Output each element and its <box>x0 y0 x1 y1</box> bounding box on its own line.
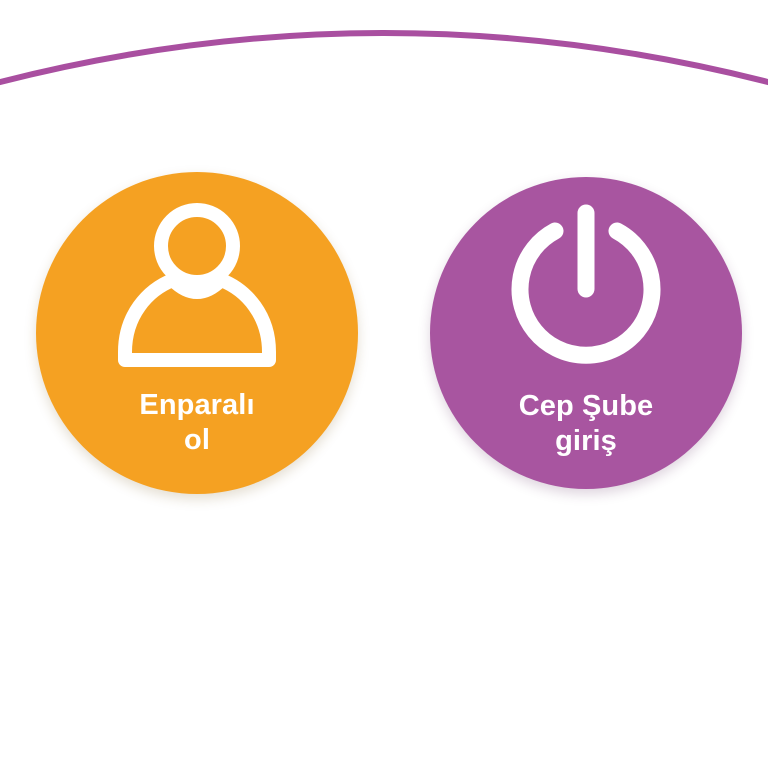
person-icon-head <box>154 203 240 289</box>
action-label-line-2: ol <box>184 424 210 457</box>
person-icon-body <box>118 273 276 367</box>
power-icon-ring <box>511 222 661 364</box>
action-tile-enparali-label: Enparalı ol <box>139 388 254 459</box>
action-tile-cepsube-label: Cep Şube giriş <box>519 389 654 460</box>
action-tile-cep-sube-giris[interactable]: Cep Şube giriş <box>430 177 742 489</box>
top-arc-path <box>0 30 768 86</box>
top-arc-decoration <box>0 30 768 86</box>
action-label-line-1: Cep Şube <box>518 390 654 422</box>
action-label-line-2: giriş <box>555 425 617 458</box>
action-tile-enparali-ol[interactable]: Enparalı ol <box>36 172 358 494</box>
power-icon <box>511 204 661 364</box>
person-icon <box>118 203 276 367</box>
action-label-line-1: Enparalı <box>139 389 255 421</box>
